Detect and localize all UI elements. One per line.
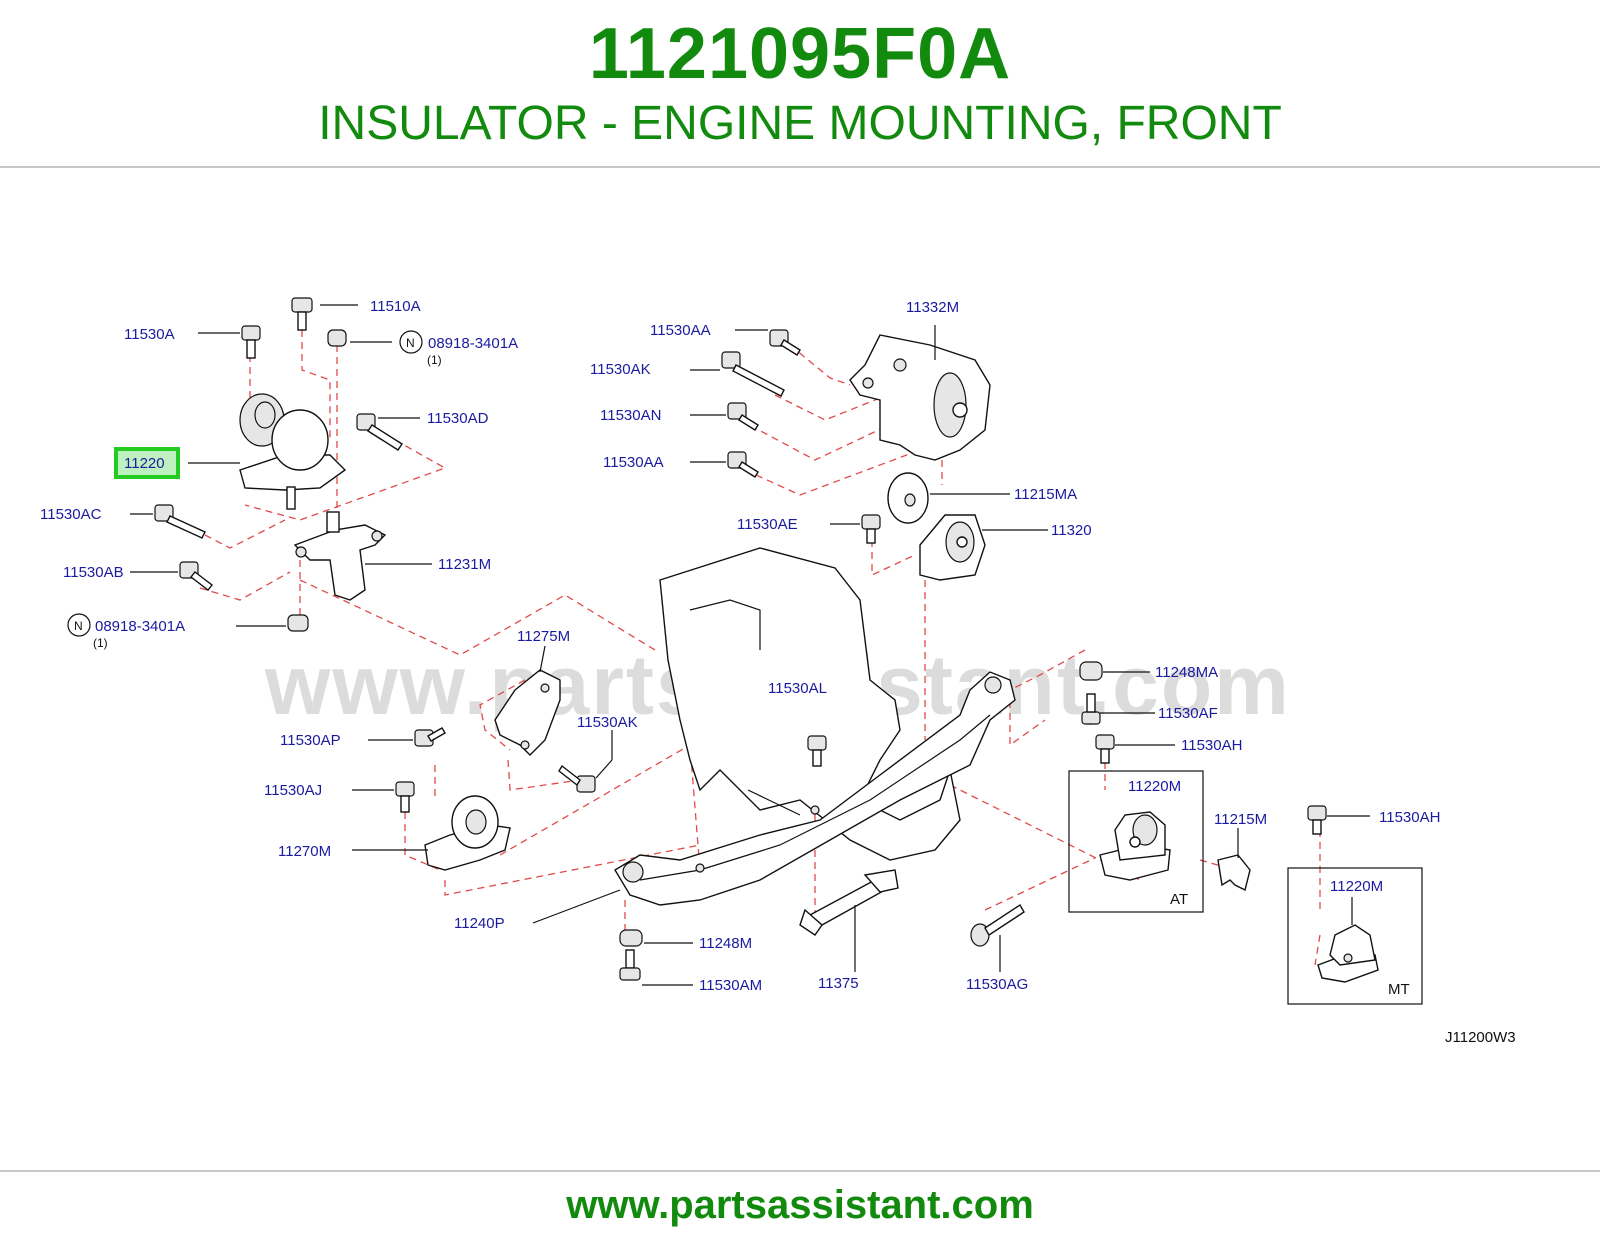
label-11530am: 11530AM <box>699 977 762 994</box>
label-11530a: 11530A <box>124 326 175 343</box>
label-11530ac: 11530AC <box>40 506 102 523</box>
label-11530aa-top: 11530AA <box>650 322 711 339</box>
label-11530ae: 11530AE <box>737 516 798 533</box>
label-11530ak-top: 11530AK <box>590 361 651 378</box>
label-at: AT <box>1170 891 1188 908</box>
part-labels: 11510A 11530A 08918-3401A (1) 11530AD 11… <box>40 298 1516 1046</box>
engine-mount-11270m <box>424 795 511 871</box>
label-11530ak-lower: 11530AK <box>577 714 638 731</box>
assembly-dashed-lines <box>199 330 1321 966</box>
stay-tube-11375 <box>799 869 899 936</box>
engine-block-outline <box>659 547 961 861</box>
label-11530ag: 11530AG <box>966 976 1028 993</box>
label-11220: 11220 <box>124 455 165 472</box>
label-11320: 11320 <box>1051 522 1092 539</box>
label-11248m: 11248M <box>699 935 752 952</box>
engine-mount-insulator-11220 <box>239 393 347 510</box>
engine-mount-11220m-mt <box>1317 924 1379 983</box>
label-11220m-mt: 11220M <box>1330 878 1383 895</box>
label-11375: 11375 <box>818 975 859 992</box>
bracket-11231m <box>293 511 387 601</box>
engine-mount-11220m-at <box>1099 811 1171 881</box>
label-11332m: 11332M <box>906 299 959 316</box>
parts-diagram: N N 11510A 11530A 08918-3401A (1) 11530A… <box>40 297 1516 1046</box>
crossmember-11240p <box>614 671 1016 906</box>
label-11530ab: 11530AB <box>63 564 124 581</box>
label-11530ah-far-right: 11530AH <box>1379 809 1440 826</box>
svg-text:N: N <box>74 619 83 633</box>
bracket-11275m <box>494 669 561 756</box>
engine-mount-11320 <box>919 514 986 581</box>
label-mt: MT <box>1388 981 1410 998</box>
n-symbol-top: N <box>399 330 423 354</box>
label-08918-qty-top: (1) <box>427 353 442 367</box>
highlight-box-11220 <box>114 447 180 479</box>
bracket-11215m <box>1217 854 1251 892</box>
footer-website-link[interactable]: www.partsassistant.com <box>566 1183 1034 1227</box>
label-11231m: 11231M <box>438 556 491 573</box>
washer-11215ma <box>887 472 929 524</box>
label-08918-qty-bottom: (1) <box>93 636 108 650</box>
label-11215m: 11215M <box>1214 811 1267 828</box>
label-11270m: 11270M <box>278 843 331 860</box>
fasteners <box>154 297 1327 981</box>
label-11530ah-right-top: 11530AH <box>1181 737 1242 754</box>
svg-text:N: N <box>406 336 415 350</box>
label-11530aa-lower: 11530AA <box>603 454 664 471</box>
n-symbol-bottom: N <box>67 613 91 637</box>
label-11530ap: 11530AP <box>280 732 341 749</box>
page-subtitle-description: INSULATOR - ENGINE MOUNTING, FRONT <box>318 97 1282 150</box>
label-11530an: 11530AN <box>600 407 661 424</box>
label-11530af: 11530AF <box>1158 705 1218 722</box>
label-08918-3401a-bottom: 08918-3401A <box>95 618 185 635</box>
label-11275m: 11275M <box>517 628 570 645</box>
page-title-part-number: 1121095F0A <box>588 14 1012 94</box>
label-11215ma: 11215MA <box>1014 486 1077 503</box>
footer-divider <box>0 1170 1600 1172</box>
at-variant-box <box>1068 770 1204 913</box>
header-divider <box>0 166 1600 168</box>
label-11510a: 11510A <box>370 298 421 315</box>
label-11220m-at: 11220M <box>1128 778 1181 795</box>
diagram-code: J11200W3 <box>1445 1029 1516 1046</box>
label-08918-3401a-top: 08918-3401A <box>428 335 518 352</box>
leader-lines <box>130 304 1370 986</box>
label-11240p: 11240P <box>454 915 505 932</box>
label-11248ma: 11248MA <box>1155 664 1218 681</box>
label-11530al: 11530AL <box>768 680 827 697</box>
label-11530aj: 11530AJ <box>264 782 322 799</box>
mt-variant-box <box>1287 867 1423 1005</box>
bracket-11332m <box>849 334 991 461</box>
label-11530ad: 11530AD <box>427 410 489 427</box>
